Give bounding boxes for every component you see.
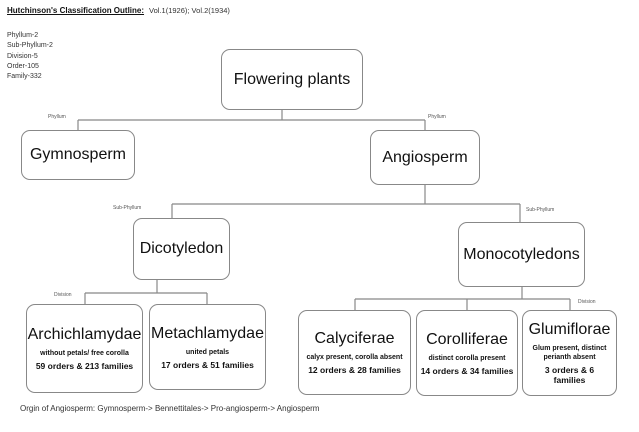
node-count: 12 orders & 28 families: [308, 365, 401, 375]
node-calyciferae: Calyciferae calyx present, corolla absen…: [298, 310, 411, 395]
node-name: Flowering plants: [233, 70, 351, 88]
node-metachlamydae: Metachlamydae united petals 17 orders & …: [149, 304, 266, 390]
stat-item: Phyllum-2: [7, 32, 39, 39]
node-corolliferae: Corolliferae distinct corolla present 14…: [416, 310, 518, 396]
node-desc: calyx present, corolla absent: [306, 354, 403, 361]
node-name: Monocotyledons: [463, 245, 580, 263]
diagram-title: Hutchinson's Classification Outline: Vol.…: [7, 6, 230, 15]
node-name: Calyciferae: [314, 330, 395, 347]
node-count: 17 orders & 51 families: [161, 359, 254, 370]
stats-list: Phyllum-2 Sub-Phyllum-2 Division-5 Order…: [7, 31, 53, 82]
node-angiosperm: Angiosperm: [370, 130, 480, 185]
node-name: Angiosperm: [382, 148, 468, 166]
node-monocotyledons: Monocotyledons: [458, 222, 585, 287]
subphyllum-connector: [171, 185, 521, 222]
origin-note: Orgin of Angiosperm: Gymnosperm-> Bennet…: [20, 404, 320, 413]
node-name: Archichlamydae: [27, 326, 142, 343]
stat-item: Family-332: [7, 73, 42, 81]
subphyllum-label-right: Sub-Phyllum: [526, 207, 555, 213]
node-name: Corolliferae: [426, 330, 508, 348]
monocot-connector: [354, 287, 571, 310]
node-desc: without petals/ free corolla: [40, 350, 129, 357]
phyllum-label-right: Phyllum: [428, 114, 446, 120]
node-flowering-plants: Flowering plants: [221, 49, 363, 110]
node-count: 3 orders & 6 families: [544, 365, 595, 385]
stat-item: Sub-Phyllum-2: [7, 42, 53, 50]
node-name: Metachlamydae: [151, 324, 264, 342]
subphyllum-label-left: Sub-Phyllum: [113, 205, 142, 211]
stat-item: Order-105: [7, 62, 39, 70]
phyllum-connector: [77, 110, 426, 130]
dicot-connector: [84, 280, 208, 304]
phyllum-label-left: Phyllum: [48, 114, 66, 120]
title-text: Hutchinson's Classification Outline:: [7, 6, 145, 15]
division-label-right: Division: [578, 299, 596, 305]
node-name: Gymnosperm: [29, 146, 127, 163]
node-desc: Glum present, distinct perianth absent: [532, 345, 607, 361]
node-count: 14 orders & 34 families: [420, 365, 514, 376]
stat-item: Division-5: [7, 52, 38, 60]
node-desc: distinct corolla present: [428, 354, 506, 362]
division-label-left: Division: [54, 292, 72, 298]
node-glumiflorae: Glumiflorae Glum present, distinct peria…: [522, 310, 617, 396]
node-name: Glumiflorae: [528, 321, 611, 338]
node-archichlamydae: Archichlamydae without petals/ free coro…: [26, 304, 143, 393]
node-desc: united petals: [185, 348, 230, 356]
node-dicotyledon: Dicotyledon: [133, 218, 230, 280]
volumes: Vol.1(1926); Vol.2(1934): [149, 6, 230, 15]
node-name: Dicotyledon: [139, 240, 224, 257]
node-gymnosperm: Gymnosperm: [21, 130, 135, 180]
node-count: 59 orders & 213 families: [35, 361, 134, 371]
